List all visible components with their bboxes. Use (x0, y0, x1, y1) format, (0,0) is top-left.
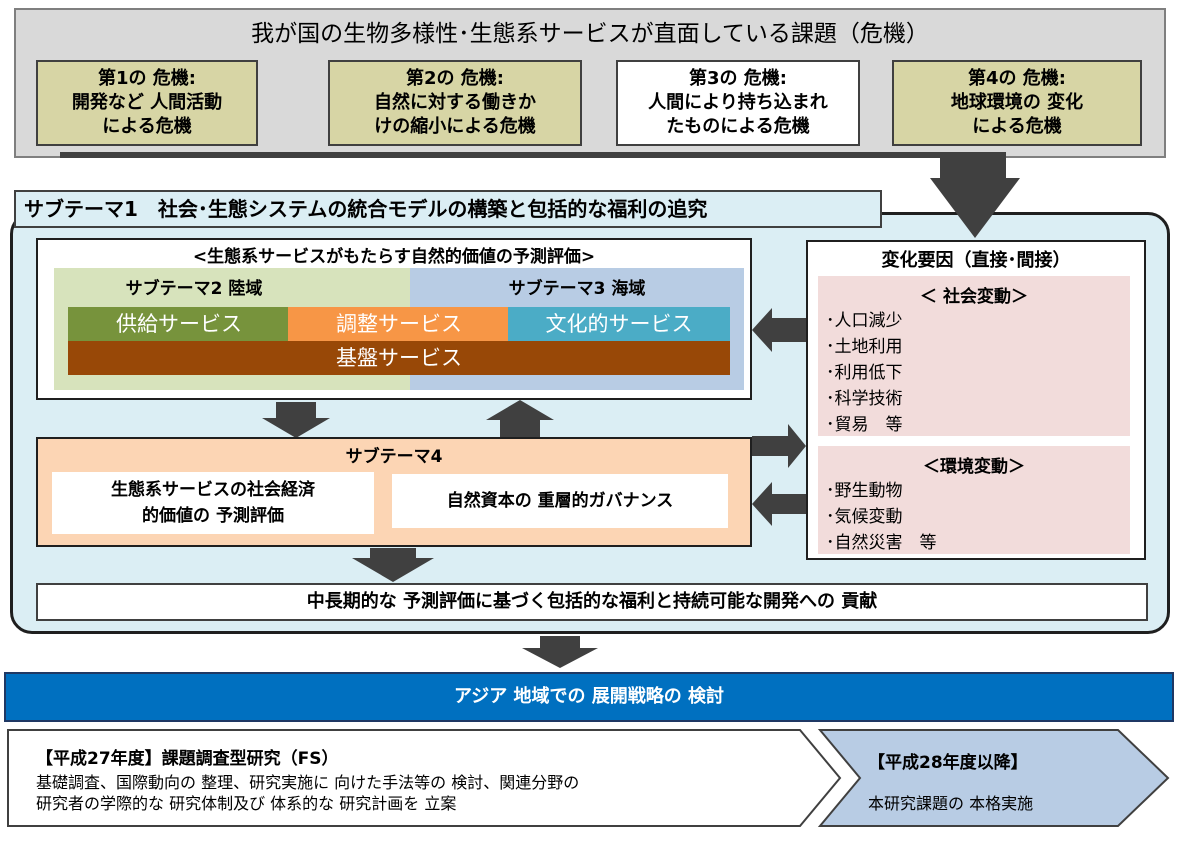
provisioning-service-band: 供給サービス (68, 307, 290, 341)
sea-label: サブテーマ3 海域 (508, 279, 646, 299)
subtheme4-to-contribution-arrow (352, 548, 434, 582)
valuation-to-subtheme4-arrow (262, 402, 330, 438)
valuation-title: <生態系サービスがもたらす自然的価値の予測評価> (192, 247, 596, 267)
supporting-service-band: 基盤サービス (68, 341, 730, 375)
environmental-change-heading: ＜環境変動＞ (923, 457, 1025, 477)
social-item: ･土地利用 (826, 337, 903, 357)
social-item: ･人口減少 (826, 311, 903, 331)
fs-description: 基礎調査、国際動向の 整理、研究実施に 向けた手法等の 検討、関連分野の 研究者… (36, 773, 580, 813)
social-change-box (818, 276, 1130, 436)
post-title: 【平成28年度以降】 (868, 753, 1028, 773)
subtheme4-to-valuation-arrow (486, 400, 554, 438)
land-label: サブテーマ2 陸域 (125, 279, 263, 299)
crisis-4-box: 第4の 危機: 地球環境の 変化 による危機 (892, 60, 1142, 146)
subtheme1-tab: サブテーマ1 社会･生態システムの統合モデルの構築と包括的な福利の追究 (14, 190, 882, 228)
fs-title: 【平成27年度】課題調査型研究（FS） (36, 749, 339, 769)
post-chevron (817, 729, 1170, 827)
social-change-heading: ＜ 社会変動＞ (920, 287, 1028, 307)
socioeconomic-valuation-card: 生態系サービスの社会経済 的価値の 予測評価 (52, 472, 374, 534)
crisis-3-box: 第3の 危機: 人間により持ち込まれ たものによる危機 (616, 60, 860, 146)
environmental-item: ･自然災害 等 (826, 533, 937, 553)
change-factors-title: 変化要因（直接･間接） (881, 250, 1071, 271)
panel-to-asia-arrow (522, 636, 598, 668)
regulating-service-band: 調整サービス (288, 307, 510, 341)
environmental-item: ･野生動物 (826, 481, 903, 501)
crisis-2-box: 第2の 危機: 自然に対する働きか けの縮小による危機 (328, 60, 582, 146)
fs-pentagon (7, 729, 842, 827)
factors-to-subtheme4-arrow (752, 482, 806, 526)
governance-card: 自然資本の 重層的ガバナンス (392, 474, 728, 528)
post-description: 本研究課題の 本格実施 (868, 794, 1034, 813)
social-item: ･科学技術 (826, 389, 903, 409)
factors-to-valuation-arrow (752, 308, 806, 352)
environmental-change-box (818, 446, 1130, 554)
environmental-item: ･気候変動 (826, 507, 903, 527)
asia-strategy-bar: アジア 地域での 展開戦略の 検討 (4, 672, 1174, 722)
contribution-box: 中長期的な 予測評価に基づく包括的な福利と持続可能な開発への 貢献 (36, 583, 1148, 621)
social-item: ･利用低下 (826, 363, 903, 383)
subtheme4-title: サブテーマ4 (345, 447, 443, 467)
crisis-panel-title: 我が国の生物多様性･生態系サービスが直面している課題（危機） (251, 21, 929, 47)
subtheme4-to-factors-arrow (752, 424, 806, 468)
cultural-service-band: 文化的サービス (508, 307, 730, 341)
social-item: ･貿易 等 (826, 415, 903, 435)
crisis-1-box: 第1の 危機: 開発など 人間活動 による危機 (36, 60, 258, 146)
